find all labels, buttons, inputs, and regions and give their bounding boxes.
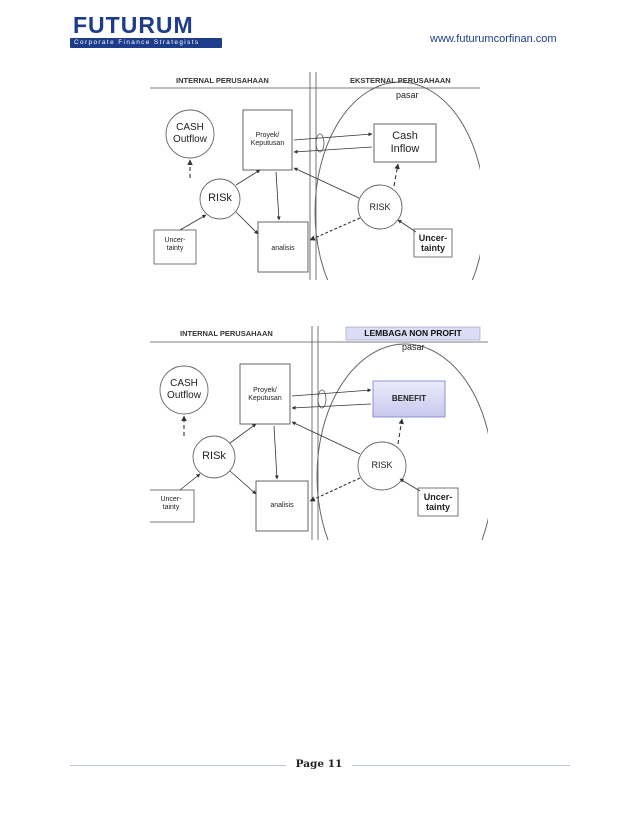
pipe-ring	[315, 133, 325, 153]
market-label: pasar	[396, 90, 419, 100]
external-label: EKSTERNAL PERUSAHAAN	[350, 76, 451, 85]
project-box	[239, 363, 291, 425]
arrow-risk-to-project-ext	[293, 167, 360, 199]
uncertainty-right-label: Uncer- tainty	[414, 233, 452, 254]
cash-inflow-box	[373, 123, 437, 163]
arrow-risk-to-project	[235, 169, 261, 186]
analysis-box	[257, 221, 309, 273]
futurum-logo: FUTURUM Corporate Finance Strategists	[70, 12, 222, 48]
cash-inflow-line-1: Cash	[392, 130, 418, 142]
uncertainty-left-line-2: tainty	[162, 504, 180, 512]
cash-outflow-label: CASH Outflow	[166, 122, 214, 145]
uncertainty-left-box	[153, 229, 197, 265]
arrow-risk-to-inflow	[393, 163, 400, 187]
analysis-label: analisis	[270, 502, 294, 509]
diagram-2: INTERNAL PERUSAHAAN LEMBAGA NON PROFIT p…	[150, 326, 488, 540]
uncertainty-left-line-1: Uncer-	[160, 496, 182, 503]
uncertainty-right-line-2: tainty	[420, 243, 445, 254]
arrow-risk-to-project-ext	[291, 421, 361, 455]
market-ellipse	[316, 343, 488, 540]
arrow-project-to-analysis	[273, 425, 279, 480]
uncertainty-right-box	[413, 228, 453, 258]
cash-outflow-line-2: Outflow	[173, 133, 207, 145]
arrow-risk-to-analysis	[229, 470, 257, 495]
arrow-risk-to-benefit	[397, 418, 404, 445]
uncertainty-right-line-1: Uncer-	[418, 233, 448, 243]
uncertainty-left-line-1: Uncer-	[164, 237, 186, 244]
cash-outflow-line-1: CASH	[176, 122, 204, 133]
uncertainty-right-label: Uncer- tainty	[418, 492, 458, 513]
risk-external-label: RISK	[369, 202, 391, 212]
project-line-2: Keputusan	[250, 140, 285, 148]
cash-outflow-label: CASH Outflow	[160, 378, 208, 401]
analysis-label: analisis	[271, 245, 295, 252]
cash-outflow-circle	[165, 109, 215, 159]
risk-internal-circle	[199, 178, 241, 220]
uncertainty-right-line-1: Uncer-	[423, 492, 453, 502]
arrow-uncertainty-to-risk-ext	[397, 219, 417, 233]
logo-bar	[70, 38, 222, 48]
arrow-risk-to-analysis	[235, 211, 259, 235]
risk-internal-label: RISk	[202, 450, 226, 462]
footer-rule-left	[70, 765, 286, 766]
uncertainty-left-line-2: tainty	[166, 245, 184, 253]
diagram-1-lines	[150, 72, 480, 280]
arrow-uncertainty-to-risk	[179, 214, 207, 231]
arrow-risk-to-analysis-ext	[309, 477, 361, 502]
arrow-benefit-to-project	[291, 403, 372, 410]
pipe-ring	[317, 389, 327, 409]
header-url[interactable]: www.futurumcorfinan.com	[430, 33, 557, 45]
risk-external-label: RISK	[371, 460, 393, 470]
project-line-1: Proyek/	[255, 132, 280, 139]
nonprofit-header-box	[345, 326, 481, 341]
arrow-uncertainty-to-risk	[179, 473, 201, 491]
risk-external-circle	[357, 441, 407, 491]
diagram-1: INTERNAL PERUSAHAAN EKSTERNAL PERUSAHAAN…	[150, 72, 480, 280]
uncertainty-left-label: Uncer- tainty	[154, 237, 196, 253]
arrow-project-to-analysis	[275, 171, 281, 221]
cash-inflow-label: Cash Inflow	[374, 130, 436, 155]
cash-outflow-line-1: CASH	[170, 378, 198, 389]
internal-label: INTERNAL PERUSAHAAN	[180, 329, 273, 338]
risk-internal-circle	[192, 435, 236, 479]
uncertainty-left-label: Uncer- tainty	[150, 496, 194, 512]
risk-external-circle	[357, 184, 403, 230]
arrow-uncertainty-to-risk-ext	[399, 478, 421, 492]
arrow-risk-to-project	[229, 423, 257, 444]
arrow-project-to-benefit	[291, 388, 372, 397]
risk-internal-label: RISk	[208, 192, 232, 204]
cash-inflow-line-2: Inflow	[390, 142, 420, 155]
page-number: Page 11	[295, 758, 343, 770]
uncertainty-right-line-2: tainty	[425, 502, 450, 513]
project-label: Proyek/ Keputusan	[240, 387, 290, 403]
project-line-2: Keputusan	[248, 395, 282, 403]
benefit-label: BENEFIT	[391, 394, 427, 403]
footer-rule-right	[352, 765, 570, 766]
internal-label: INTERNAL PERUSAHAAN	[176, 76, 269, 85]
uncertainty-right-box	[417, 487, 459, 517]
arrow-inflow-to-project	[293, 146, 373, 154]
market-ellipse	[314, 81, 480, 280]
cash-outflow-circle	[159, 365, 209, 415]
arrow-project-to-inflow	[293, 132, 373, 141]
project-label: Proyek/ Keputusan	[243, 132, 292, 148]
logo-title: FUTURUM	[73, 12, 194, 38]
project-line-1: Proyek/	[253, 387, 277, 394]
analysis-box	[255, 480, 309, 532]
logo-subtitle: Corporate Finance Strategists	[74, 39, 200, 46]
market-label: pasar	[402, 342, 425, 352]
cash-outflow-line-2: Outflow	[167, 389, 201, 401]
nonprofit-label: LEMBAGA NON PROFIT	[364, 328, 462, 338]
uncertainty-left-box	[150, 489, 195, 523]
diagram-2-lines	[150, 326, 488, 540]
project-box	[242, 109, 293, 171]
arrow-risk-to-analysis-ext	[309, 217, 361, 241]
benefit-box	[372, 380, 446, 418]
